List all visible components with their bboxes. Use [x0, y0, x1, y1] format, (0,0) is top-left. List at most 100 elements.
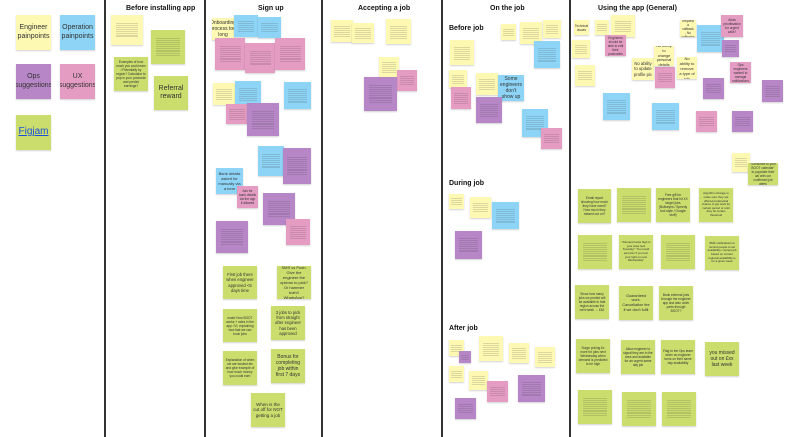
sticky-note-three-jobs[interactable]: 3 jobs to pick from straight after engin…: [271, 306, 305, 340]
sticky-note-show-jobs[interactable]: Show how many jobs we predict will be av…: [575, 285, 609, 319]
sticky-note[interactable]: [696, 111, 717, 132]
legend-ops-suggestions[interactable]: Ops suggestions: [16, 64, 51, 99]
sticky-note[interactable]: [258, 146, 284, 176]
sticky-note-technical-issues[interactable]: Technical issues: [574, 20, 589, 35]
sticky-note[interactable]: [518, 375, 545, 402]
sticky-note[interactable]: [352, 23, 374, 43]
sticky-note[interactable]: [661, 235, 695, 269]
sticky-note-same-day-signal[interactable]: Allow engineer to signal they are in the…: [621, 340, 655, 374]
legend-operation-painpoints[interactable]: Operation painpoints: [60, 15, 95, 50]
sticky-note[interactable]: [611, 15, 635, 37]
sticky-note[interactable]: [286, 219, 310, 245]
sticky-note[interactable]: [379, 57, 399, 77]
sticky-note[interactable]: [578, 235, 612, 269]
sticky-note-no-show[interactable]: Some engineers don't show up: [498, 75, 524, 101]
sticky-note-sms-reminders[interactable]: SMS notifications to remind people to se…: [705, 236, 739, 270]
sticky-note[interactable]: [386, 19, 411, 44]
sticky-note[interactable]: [578, 390, 612, 424]
sticky-note-algorithm[interactable]: Algorithm change to make sure they are o…: [699, 188, 733, 222]
sticky-note[interactable]: [215, 38, 245, 70]
sticky-note-cut-off[interactable]: When is the cut off for NOT getting a jo…: [251, 393, 285, 427]
sticky-note[interactable]: [617, 188, 651, 222]
sticky-note[interactable]: [662, 392, 696, 426]
sticky-note[interactable]: [111, 15, 143, 45]
sticky-note[interactable]: [732, 153, 750, 172]
sticky-note[interactable]: [275, 38, 305, 70]
sticky-note[interactable]: [572, 40, 590, 58]
sticky-note[interactable]: [213, 83, 235, 105]
sticky-note[interactable]: [652, 103, 679, 130]
sticky-note[interactable]: [501, 24, 516, 40]
sticky-note-surge-pricing[interactable]: Surge pricing £x more for jobs next Wedn…: [576, 339, 610, 373]
sticky-note-bank-details-app[interactable]: Ask for bank details via the app if allo…: [237, 186, 258, 208]
sticky-note[interactable]: [520, 22, 542, 44]
sticky-note[interactable]: [732, 111, 753, 132]
sticky-note-free-gift[interactable]: Free gift for engineers that hit XX targ…: [656, 188, 690, 222]
sticky-note[interactable]: [364, 77, 397, 111]
legend-engineer-painpoints[interactable]: Engineer painpoints: [16, 15, 51, 50]
sticky-note-flag-ops[interactable]: Flag to the Ops team when an engineer tu…: [661, 340, 695, 374]
sticky-note[interactable]: [331, 20, 353, 42]
sticky-note[interactable]: [697, 25, 724, 52]
sticky-note[interactable]: [455, 231, 482, 259]
sticky-note-edit-postcodes[interactable]: Engineers should be able to edit their p…: [605, 35, 626, 56]
sticky-note[interactable]: [469, 371, 488, 390]
sticky-note[interactable]: [655, 67, 675, 88]
sticky-note[interactable]: [535, 347, 555, 367]
sticky-note[interactable]: [451, 87, 471, 109]
sticky-note[interactable]: [541, 128, 562, 149]
sticky-note[interactable]: [492, 202, 519, 229]
sticky-note[interactable]: [476, 73, 498, 95]
sticky-note-explanation[interactable]: Explanation of when we are busiest etc a…: [223, 351, 257, 385]
sticky-note-missed-out[interactable]: you missed out on £xx last week: [705, 342, 739, 376]
sticky-note[interactable]: [247, 103, 279, 136]
sticky-note[interactable]: [449, 366, 464, 382]
sticky-note-guaranteed-work[interactable]: Guaranteed work. Cancellation fee if we …: [619, 286, 653, 320]
sticky-note-how-boot-works[interactable]: make How BOOT works + rates in the app. …: [223, 309, 257, 342]
sticky-note-remove-job-type[interactable]: No ability to remove a type of job: [677, 57, 697, 79]
sticky-note-subscribe-calendar[interactable]: "Subscribe to your BOOT calendar" to pop…: [748, 163, 778, 185]
sticky-note[interactable]: [216, 221, 248, 253]
sticky-note-bonus[interactable]: Bonus for completing job within first 7 …: [271, 349, 305, 383]
sticky-note-personal-details[interactable]: No ability to change personal details: [654, 46, 674, 66]
sticky-note-earnings-examples[interactable]: Examples of how much you could earn / Po…: [114, 57, 148, 91]
sticky-note[interactable]: [476, 97, 502, 123]
sticky-note[interactable]: [487, 381, 508, 402]
sticky-note[interactable]: [397, 70, 417, 91]
sticky-note-onboarding[interactable]: Onboarding process too long: [212, 18, 234, 40]
sticky-note[interactable]: [455, 398, 476, 419]
sticky-note[interactable]: [722, 40, 739, 57]
sticky-note[interactable]: [450, 40, 474, 65]
sticky-note[interactable]: [258, 17, 281, 38]
sticky-note[interactable]: [622, 392, 656, 426]
sticky-note[interactable]: [534, 41, 560, 68]
sticky-note-referral-reward[interactable]: Referral reward: [154, 76, 188, 110]
sticky-note-sms-vs-push[interactable]: SMS vs Push. Give the engineer the optio…: [277, 266, 311, 299]
legend-ux-suggestions[interactable]: UX suggestions: [60, 64, 95, 99]
sticky-note[interactable]: [226, 104, 248, 124]
sticky-note-first-job[interactable]: First job there when engineer approved <…: [223, 266, 257, 299]
sticky-note-prioritisation[interactable]: Allow prioritisation for urgent calls?: [721, 15, 743, 37]
sticky-note-bank-details-form[interactable]: Bank details asked for manually via a fo…: [216, 168, 243, 194]
sticky-note[interactable]: [459, 351, 471, 363]
sticky-note-profile-pic[interactable]: No ability to update profile pic: [632, 58, 654, 80]
sticky-note[interactable]: [575, 65, 595, 86]
sticky-note[interactable]: [449, 70, 467, 88]
figjam-link-note[interactable]: Figjam: [16, 115, 51, 150]
sticky-note[interactable]: [595, 20, 609, 35]
sticky-note-demand-high[interactable]: "Demand looks high in your area next Tue…: [619, 235, 653, 269]
sticky-note-callback[interactable]: Request a callback - No callbacks: [680, 20, 696, 37]
sticky-note[interactable]: [284, 82, 311, 109]
sticky-note-email-report[interactable]: Email report showing how much they have …: [578, 189, 611, 223]
sticky-note[interactable]: [151, 30, 185, 64]
figjam-link[interactable]: Figjam: [18, 126, 49, 138]
sticky-note-external-jobs[interactable]: Book external jobs through the engineer …: [659, 286, 693, 320]
sticky-note-manage-notifications[interactable]: Ops engineers wanted to manage notificat…: [730, 62, 751, 83]
sticky-note[interactable]: [449, 194, 464, 209]
sticky-note[interactable]: [703, 78, 724, 99]
sticky-note[interactable]: [283, 148, 311, 184]
sticky-note[interactable]: [470, 197, 491, 218]
sticky-note[interactable]: [235, 81, 261, 107]
sticky-note[interactable]: [245, 43, 275, 73]
sticky-note[interactable]: [479, 336, 503, 361]
